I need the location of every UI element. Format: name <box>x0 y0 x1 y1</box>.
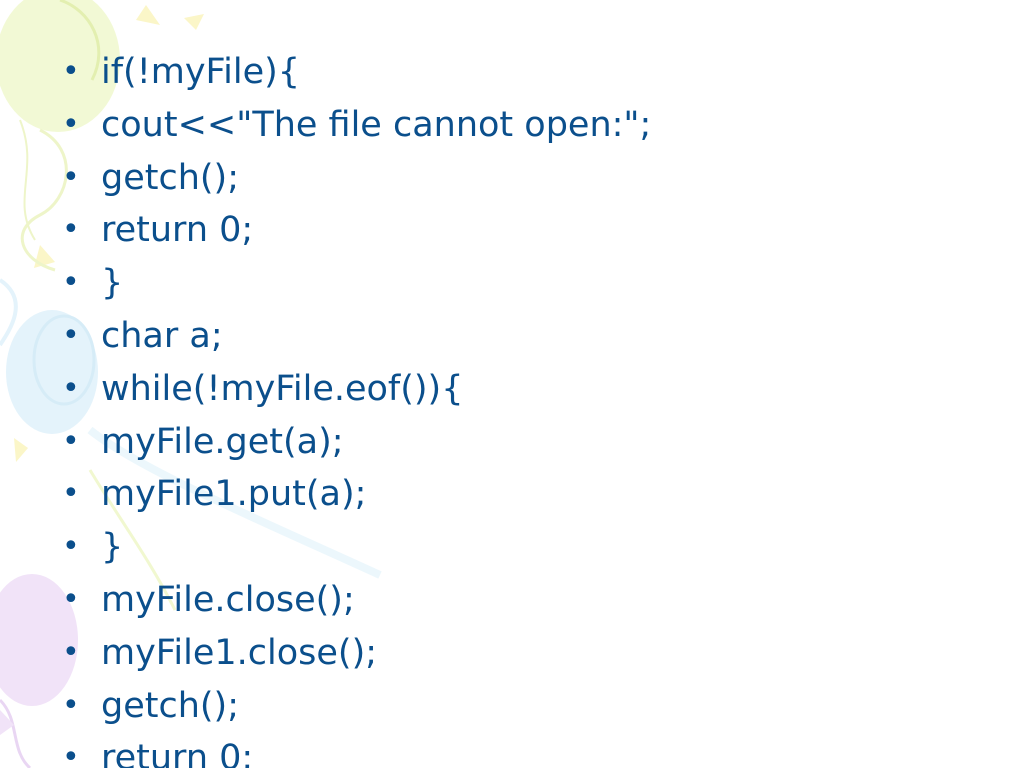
list-item: • while(!myFile.eof()){ <box>62 363 651 416</box>
list-item: • myFile.close(); <box>62 574 651 627</box>
list-item: • getch(); <box>62 680 651 733</box>
code-line: while(!myFile.eof()){ <box>101 368 464 409</box>
code-line: myFile1.close(); <box>101 632 378 673</box>
bullet-icon: • <box>62 634 80 670</box>
list-item: • if(!myFile){ <box>62 46 651 99</box>
bullet-icon: • <box>62 159 80 195</box>
confetti-icon <box>136 5 160 25</box>
bullet-icon: • <box>62 529 80 565</box>
code-line: return 0; <box>101 210 254 251</box>
bullet-icon: • <box>62 265 80 301</box>
list-item: • return 0; <box>62 732 651 768</box>
code-line: myFile.get(a); <box>101 421 344 462</box>
code-line: char a; <box>101 315 223 356</box>
bullet-icon: • <box>62 476 80 512</box>
list-item: •} <box>62 257 651 310</box>
bullet-icon: • <box>62 740 80 768</box>
code-line: getch(); <box>101 157 240 198</box>
bullet-icon: • <box>62 317 80 353</box>
list-item: • myFile.get(a); <box>62 416 651 469</box>
bullet-icon: • <box>62 581 80 617</box>
list-item: • char a; <box>62 310 651 363</box>
list-item: • myFile1.put(a); <box>62 468 651 521</box>
bullet-icon: • <box>62 370 80 406</box>
bullet-icon: • <box>62 212 80 248</box>
list-item: •} <box>62 521 651 574</box>
code-line: getch(); <box>101 685 240 726</box>
code-line: return 0; <box>101 738 254 768</box>
code-line: myFile.close(); <box>101 579 355 620</box>
code-line: if(!myFile){ <box>101 52 301 92</box>
bullet-icon: • <box>62 423 80 459</box>
bullet-icon: • <box>62 106 80 142</box>
code-line: } <box>101 527 124 568</box>
bullet-icon: • <box>62 54 80 89</box>
list-item: • getch(); <box>62 152 651 205</box>
code-bullet-list: • if(!myFile){ • cout<<"The file cannot op… <box>62 46 651 768</box>
bullet-icon: • <box>62 687 80 723</box>
code-line: myFile1.put(a); <box>101 474 367 515</box>
list-item: • return 0; <box>62 204 651 257</box>
list-item: • myFile1.close(); <box>62 627 651 680</box>
code-line: cout<<"The file cannot open:"; <box>101 104 652 145</box>
list-item: • cout<<"The file cannot open:"; <box>62 99 651 152</box>
code-line: } <box>101 263 124 304</box>
